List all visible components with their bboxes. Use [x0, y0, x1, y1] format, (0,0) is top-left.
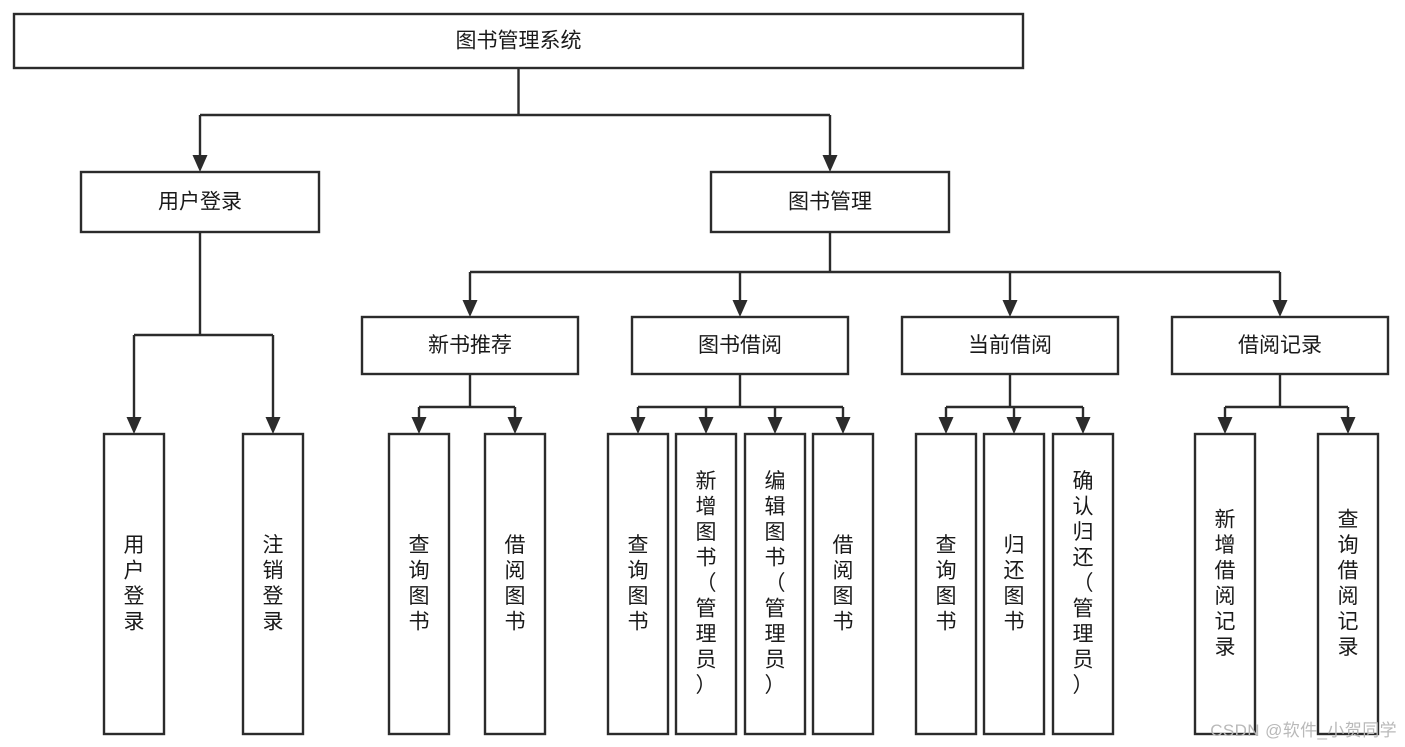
node-label: 查询借阅记录	[1338, 508, 1359, 659]
node-new-book-rec[interactable]: 新书推荐	[360, 315, 580, 376]
node-box[interactable]	[811, 432, 875, 736]
node-box[interactable]	[743, 432, 807, 736]
node-label: 注销登录	[263, 533, 284, 633]
connector-group	[411, 374, 523, 434]
node-label: 查询图书	[409, 533, 430, 633]
connector-layer	[126, 68, 1356, 434]
node-box[interactable]	[900, 315, 1120, 376]
node-leaf-borrow-book-rec[interactable]: 借阅图书	[483, 432, 547, 736]
node-label: 用户登录	[124, 533, 145, 633]
node-leaf-return-book[interactable]: 归还图书	[982, 432, 1046, 736]
node-label: 查询图书	[628, 533, 649, 633]
node-box[interactable]	[1316, 432, 1380, 736]
node-label: 新增图书（管理员）	[696, 470, 717, 697]
arrow-head-icon	[822, 155, 838, 172]
node-label: 查询图书	[936, 533, 957, 633]
node-box[interactable]	[241, 432, 305, 736]
node-leaf-borrow-book[interactable]: 借阅图书	[811, 432, 875, 736]
node-box[interactable]	[1170, 315, 1390, 376]
node-label: 借阅图书	[833, 533, 854, 633]
node-box[interactable]	[12, 12, 1025, 70]
node-box[interactable]	[606, 432, 670, 736]
node-leaf-user-login[interactable]: 用户登录	[102, 432, 166, 736]
node-leaf-edit-book[interactable]: 编辑图书（管理员）	[743, 432, 807, 736]
node-leaf-confirm-return[interactable]: 确认归还（管理员）	[1051, 432, 1115, 736]
node-label: 借阅记录	[1238, 334, 1322, 357]
node-box[interactable]	[483, 432, 547, 736]
arrow-head-icon	[767, 417, 783, 434]
connector-group	[938, 374, 1091, 434]
node-leaf-query-book-rec[interactable]: 查询图书	[387, 432, 451, 736]
arrow-head-icon	[1340, 417, 1356, 434]
arrow-head-icon	[265, 417, 281, 434]
arrow-head-icon	[1006, 417, 1022, 434]
node-box[interactable]	[630, 315, 850, 376]
node-book-borrow[interactable]: 图书借阅	[630, 315, 850, 376]
arrow-head-icon	[938, 417, 954, 434]
node-user-login[interactable]: 用户登录	[79, 170, 321, 234]
node-label: 借阅图书	[505, 533, 526, 633]
node-current-borrow[interactable]: 当前借阅	[900, 315, 1120, 376]
node-label: 用户登录	[158, 191, 242, 214]
arrow-head-icon	[1075, 417, 1091, 434]
node-box[interactable]	[709, 170, 951, 234]
node-label: 新增借阅记录	[1215, 508, 1236, 659]
connector-group	[630, 374, 851, 434]
node-leaf-user-logout[interactable]: 注销登录	[241, 432, 305, 736]
node-label: 图书管理系统	[456, 30, 582, 53]
node-root[interactable]: 图书管理系统	[12, 12, 1025, 70]
connector-group	[192, 68, 838, 172]
node-label: 确认归还（管理员）	[1073, 470, 1094, 697]
node-box[interactable]	[914, 432, 978, 736]
node-label: 图书借阅	[698, 334, 782, 357]
node-label: 编辑图书（管理员）	[765, 470, 786, 697]
node-layer: 图书管理系统用户登录图书管理新书推荐图书借阅当前借阅借阅记录用户登录注销登录查询…	[12, 12, 1390, 736]
connector-group	[462, 232, 1288, 317]
node-leaf-add-borrow-record[interactable]: 新增借阅记录	[1193, 432, 1257, 736]
node-leaf-query-book-borrow[interactable]: 查询图书	[606, 432, 670, 736]
connector-group	[126, 232, 281, 434]
arrow-head-icon	[411, 417, 427, 434]
arrow-head-icon	[126, 417, 142, 434]
node-leaf-add-book[interactable]: 新增图书（管理员）	[674, 432, 738, 736]
node-box[interactable]	[674, 432, 738, 736]
arrow-head-icon	[1272, 300, 1288, 317]
arrow-head-icon	[1217, 417, 1233, 434]
node-leaf-query-book-current[interactable]: 查询图书	[914, 432, 978, 736]
arrow-head-icon	[1002, 300, 1018, 317]
arrow-head-icon	[698, 417, 714, 434]
node-leaf-query-borrow-record[interactable]: 查询借阅记录	[1316, 432, 1380, 736]
arrow-head-icon	[732, 300, 748, 317]
arrow-head-icon	[835, 417, 851, 434]
node-box[interactable]	[79, 170, 321, 234]
node-borrow-record[interactable]: 借阅记录	[1170, 315, 1390, 376]
node-box[interactable]	[982, 432, 1046, 736]
node-label: 当前借阅	[968, 334, 1052, 357]
node-box[interactable]	[387, 432, 451, 736]
node-box[interactable]	[1051, 432, 1115, 736]
node-book-manage[interactable]: 图书管理	[709, 170, 951, 234]
arrow-head-icon	[192, 155, 208, 172]
arrow-head-icon	[630, 417, 646, 434]
node-box[interactable]	[102, 432, 166, 736]
arrow-head-icon	[462, 300, 478, 317]
connector-group	[1217, 374, 1356, 434]
node-label: 归还图书	[1004, 533, 1025, 633]
node-label: 新书推荐	[428, 334, 512, 357]
arrow-head-icon	[507, 417, 523, 434]
node-box[interactable]	[1193, 432, 1257, 736]
node-box[interactable]	[360, 315, 580, 376]
node-label: 图书管理	[788, 191, 872, 214]
